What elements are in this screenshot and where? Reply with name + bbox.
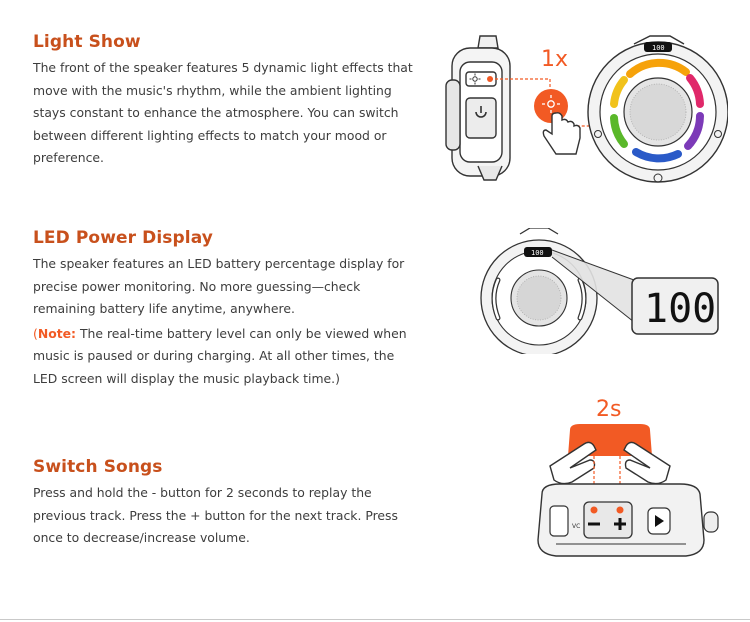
- light-show-title: Light Show: [33, 32, 141, 52]
- light-button-press: [534, 89, 568, 123]
- section-light-show: Light Show The front of the speaker feat…: [33, 32, 423, 170]
- led-display-body: The speaker features an LED battery perc…: [33, 256, 405, 316]
- speaker-front-view: 100: [587, 35, 728, 183]
- hold-duration-label: 2s: [596, 397, 621, 422]
- sun-light-icon: [469, 73, 481, 85]
- note-open-paren: (: [33, 325, 38, 341]
- section-switch-songs: Switch Songs Press and hold the - button…: [33, 457, 418, 550]
- power-icon: [475, 106, 487, 118]
- led-display-note: (Note: The real-time battery level can o…: [33, 323, 413, 391]
- speaker-side-view: [445, 35, 511, 181]
- led-display-illustration: 100 100: [480, 228, 719, 354]
- press-count-label: 1x: [541, 47, 568, 72]
- light-show-body: The front of the speaker features 5 dyna…: [33, 60, 413, 165]
- svg-text:100: 100: [531, 249, 544, 257]
- led-display-title: LED Power Display: [33, 228, 213, 248]
- led-display-value: 100: [644, 286, 716, 332]
- switch-songs-title: Switch Songs: [33, 457, 163, 477]
- hand-pointer-icon: [542, 112, 581, 155]
- svg-text:VC: VC: [572, 523, 580, 530]
- switch-songs-body: Press and hold the - button for 2 second…: [33, 485, 398, 545]
- page-divider: [0, 619, 750, 620]
- note-body: The real-time battery level can only be …: [33, 325, 407, 386]
- play-icon: [655, 515, 664, 527]
- speaker-top-view: VC: [537, 483, 719, 557]
- switch-songs-illustration: 2s VC: [537, 397, 719, 557]
- light-show-illustration: 1x 100: [445, 35, 728, 183]
- svg-text:100: 100: [652, 44, 665, 52]
- note-label: Note:: [37, 325, 77, 341]
- section-led-display: LED Power Display The speaker features a…: [33, 228, 413, 390]
- plus-icon: [614, 518, 626, 530]
- speaker-front-view-led: 100: [480, 228, 598, 354]
